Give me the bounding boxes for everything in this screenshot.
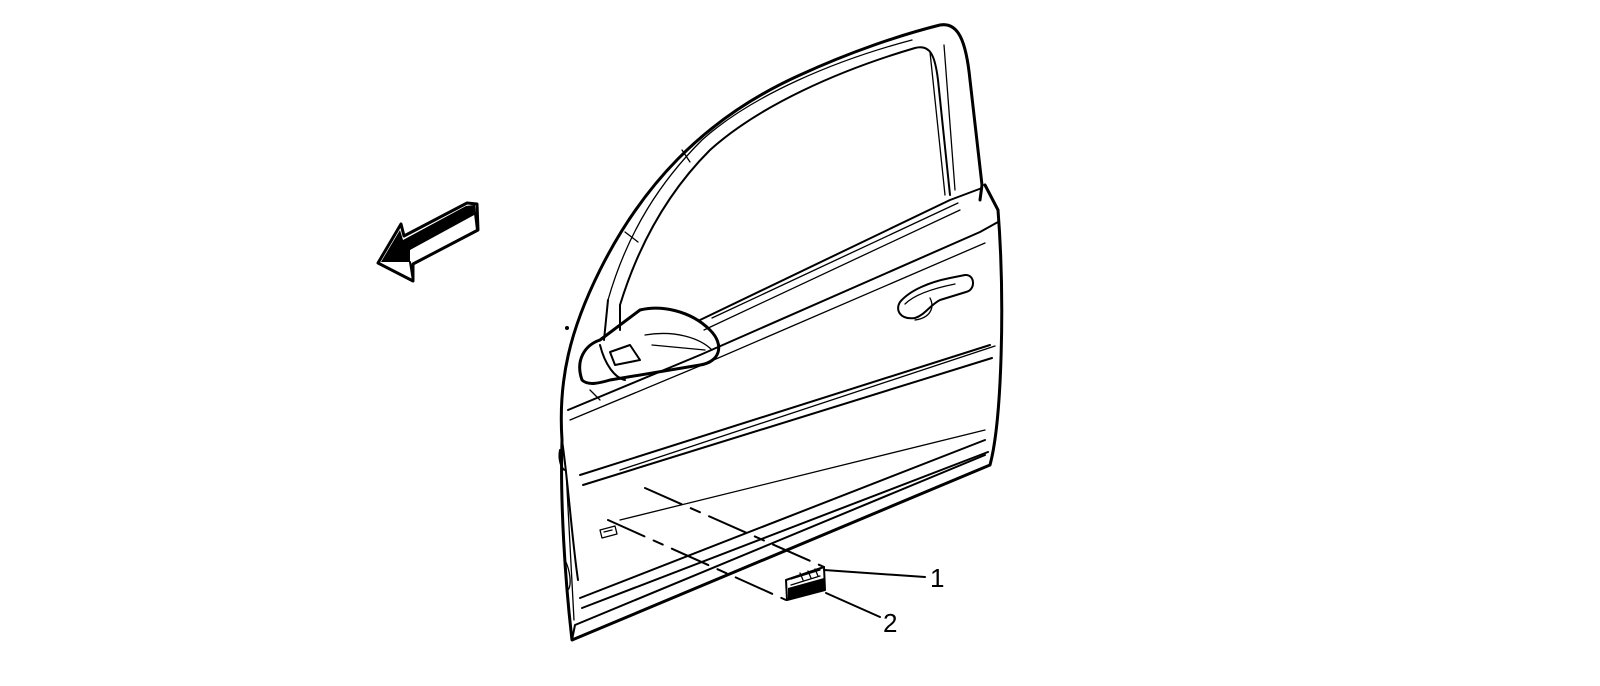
side-mirror (578, 306, 721, 401)
front-door (558, 23, 1004, 642)
callout-1-leader (823, 569, 926, 578)
callout-2-label: 2 (883, 608, 897, 638)
callout-2-leader (825, 592, 881, 618)
nameplate-emblem (785, 566, 826, 601)
door-handle (897, 274, 974, 321)
forward-direction-arrow-icon (376, 201, 480, 283)
emblem-mounting-location (599, 525, 618, 539)
dashed-leader-lines (607, 487, 825, 601)
callout-1-label: 1 (930, 563, 944, 593)
